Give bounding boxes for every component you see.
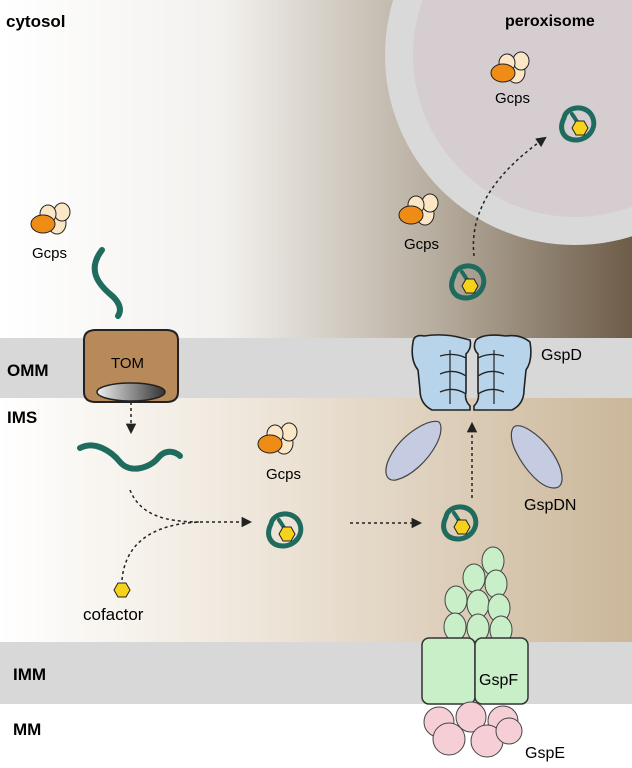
mm-region (0, 704, 632, 763)
gcps-cluster-icon (398, 193, 439, 226)
gcps-label-cytosol: Gcps (32, 245, 67, 262)
gspdn-domain-right (510, 425, 563, 489)
ims-label: IMS (7, 408, 37, 427)
unfolded-protein-chain-ims (77, 442, 183, 472)
gspe-complex (423, 701, 523, 758)
peroxisome-lumen (413, 0, 632, 217)
gspf-complex (421, 637, 529, 705)
imm-label: IMM (13, 665, 46, 684)
folded-protein-cofactor-icon (441, 504, 479, 542)
tom-label: TOM (111, 355, 144, 372)
cofactor-merge-arrow (121, 521, 201, 581)
gspdn-label: GspDN (524, 497, 576, 514)
gspd-label: GspD (541, 347, 582, 364)
omm-label: OMM (7, 361, 49, 380)
gspe-label: GspE (525, 745, 565, 762)
gcps-label-peroxisome: Gcps (495, 90, 530, 107)
cofactor-label: cofactor (83, 605, 144, 624)
folded-protein-cofactor-icon (266, 511, 304, 549)
gspdn-domain-left (385, 420, 442, 481)
gcps-cluster-icon (490, 51, 530, 84)
tom-complex (83, 329, 179, 403)
transport-arrow-to-peroxisome (472, 136, 547, 257)
folded-protein-cofactor-icon (449, 263, 487, 301)
chain-merge-arrow (129, 489, 201, 523)
unfolded-protein-chain-cytosol (91, 247, 123, 319)
mm-label: MM (13, 720, 41, 739)
gspf-label: GspF (479, 672, 518, 689)
gcps-label-cytosol-right: Gcps (404, 236, 439, 253)
gspd-secretin (411, 334, 532, 411)
folded-protein-cofactor-icon (559, 105, 597, 143)
gcps-label-ims: Gcps (266, 466, 301, 483)
peroxisome-label: peroxisome (505, 13, 595, 30)
gcps-cluster-icon (30, 202, 71, 235)
gcps-cluster-icon (257, 422, 298, 455)
cytosol-label: cytosol (6, 12, 66, 31)
cofactor-hexagon-icon (113, 582, 131, 598)
pseudopilus-stack (443, 546, 513, 645)
imm-membrane (0, 642, 632, 704)
